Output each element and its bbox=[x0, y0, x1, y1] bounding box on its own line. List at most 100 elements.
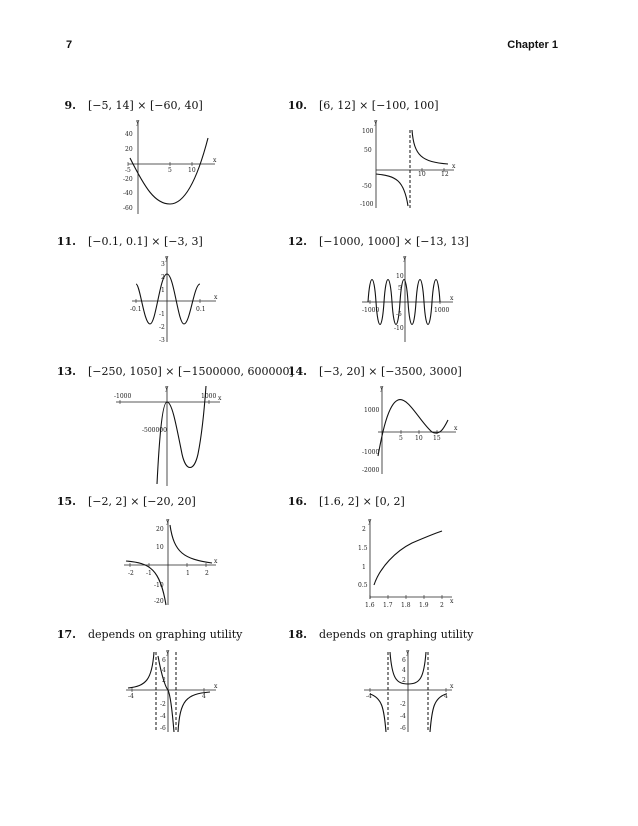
curve bbox=[367, 279, 441, 325]
x-tick: 1.8 bbox=[401, 602, 411, 609]
problem-15: 15.[−2, 2] × [−20, 20] bbox=[54, 495, 196, 508]
chapter-title: Chapter 1 bbox=[507, 39, 558, 51]
curve bbox=[411, 129, 449, 165]
x-tick: 1000 bbox=[201, 393, 216, 400]
problem-text: [−2, 2] × [−20, 20] bbox=[88, 495, 196, 508]
problem-text: depends on graphing utility bbox=[88, 628, 243, 641]
y-tick: -1000 bbox=[362, 449, 379, 456]
x-tick: 15 bbox=[433, 435, 441, 442]
graph-10: y x 10 12 100 50 -50 -100 bbox=[360, 119, 456, 208]
y-axis-label: y bbox=[164, 255, 169, 262]
x-tick: 5 bbox=[168, 167, 172, 174]
y-tick: 6 bbox=[162, 657, 166, 664]
page-number: 7 bbox=[66, 39, 73, 51]
y-tick: 10 bbox=[156, 544, 164, 551]
y-tick: -60 bbox=[123, 205, 133, 212]
x-tick: 1.7 bbox=[383, 602, 393, 609]
problem-number: 11. bbox=[56, 235, 76, 248]
y-tick: -2000 bbox=[362, 467, 379, 474]
y-tick: -6 bbox=[400, 725, 406, 732]
y-axis-label: y bbox=[405, 649, 410, 656]
graph-13: y x -1000 1000 -500000 bbox=[114, 385, 222, 486]
problem-number: 14. bbox=[287, 365, 307, 378]
x-tick: -4 bbox=[128, 693, 134, 700]
y-tick: -10 bbox=[154, 582, 164, 589]
x-tick: 1.9 bbox=[419, 602, 429, 609]
x-axis-label: x bbox=[214, 683, 218, 690]
x-tick: 2 bbox=[440, 602, 444, 609]
x-axis-label: x bbox=[214, 294, 218, 301]
curve bbox=[373, 530, 443, 586]
graph-17: y x -4 4 6 4 2 -2 -4 -6 bbox=[126, 649, 218, 733]
problem-number: 10. bbox=[287, 99, 307, 112]
curve bbox=[169, 524, 213, 564]
problem-text: [−5, 14] × [−60, 40] bbox=[88, 99, 203, 112]
x-axis-label: x bbox=[214, 558, 218, 565]
x-tick: 2 bbox=[205, 570, 209, 577]
y-tick: 10 bbox=[396, 273, 404, 280]
y-tick: -10 bbox=[394, 325, 404, 332]
y-tick: -2 bbox=[160, 701, 166, 708]
problem-number: 18. bbox=[287, 628, 307, 641]
x-axis-label: x bbox=[450, 598, 454, 605]
y-axis-label: y bbox=[402, 255, 407, 262]
problem-text: [−3, 20] × [−3500, 3000] bbox=[319, 365, 462, 378]
y-tick: 1 bbox=[362, 564, 366, 571]
graph-11: y x -0.1 0.1 3 2 1 -1 -2 -3 bbox=[130, 255, 218, 344]
y-tick: 2 bbox=[161, 274, 165, 281]
x-tick: -1 bbox=[146, 570, 152, 577]
x-axis-label: x bbox=[450, 683, 454, 690]
x-axis-label: x bbox=[213, 157, 217, 164]
x-tick: 1 bbox=[186, 570, 190, 577]
y-tick: 4 bbox=[162, 667, 166, 674]
graph-14: y x 5 10 15 1000 -1000 -2000 bbox=[362, 385, 458, 474]
x-tick: -1000 bbox=[114, 393, 131, 400]
x-axis-label: x bbox=[450, 295, 454, 302]
y-axis-label: y bbox=[165, 518, 170, 525]
x-tick: 0.1 bbox=[196, 306, 206, 313]
y-axis-label: y bbox=[379, 385, 384, 392]
x-axis-label: x bbox=[452, 163, 456, 170]
y-tick: -500000 bbox=[142, 427, 167, 434]
curve bbox=[129, 137, 209, 205]
graph-15: y x -2 -1 1 2 20 10 -10 -20 bbox=[124, 518, 218, 606]
x-tick: 12 bbox=[441, 171, 449, 178]
y-tick: 2 bbox=[402, 677, 406, 684]
x-tick: -4 bbox=[366, 693, 372, 700]
y-tick: 4 bbox=[402, 667, 406, 674]
problem-17: 17.depends on graphing utility bbox=[54, 628, 243, 641]
x-axis-label: x bbox=[218, 395, 222, 402]
y-tick: 100 bbox=[362, 128, 374, 135]
x-tick: 10 bbox=[418, 171, 426, 178]
y-tick: -20 bbox=[154, 598, 164, 605]
curve bbox=[157, 655, 175, 733]
problem-10: 10. [6, 12] × [−100, 100] bbox=[285, 99, 439, 112]
problem-14: 14. [−3, 20] × [−3500, 3000] bbox=[285, 365, 462, 378]
problem-number: 12. bbox=[287, 235, 307, 248]
y-tick: -4 bbox=[160, 713, 166, 720]
y-axis-label: y bbox=[165, 649, 170, 656]
y-tick: 3 bbox=[161, 261, 165, 268]
problem-text: [−0.1, 0.1] × [−3, 3] bbox=[88, 235, 203, 248]
x-tick: 1.6 bbox=[365, 602, 375, 609]
problem-13: 13.[−250, 1050] × [−1500000, 600000] bbox=[54, 365, 294, 378]
problem-text: [−1000, 1000] × [−13, 13] bbox=[319, 235, 469, 248]
curve bbox=[429, 693, 447, 733]
y-tick: 20 bbox=[125, 146, 133, 153]
y-axis-label: y bbox=[135, 119, 140, 126]
curve bbox=[125, 560, 167, 606]
problem-text: [6, 12] × [−100, 100] bbox=[319, 99, 439, 112]
y-tick: 1.5 bbox=[358, 545, 368, 552]
problem-9: 9.[−5, 14] × [−60, 40] bbox=[54, 99, 203, 112]
y-tick: -4 bbox=[400, 713, 406, 720]
curve bbox=[377, 399, 449, 457]
problem-18: 18.depends on graphing utility bbox=[285, 628, 474, 641]
graph-9: y x -5 5 10 40 20 -20 -40 -60 bbox=[123, 119, 217, 214]
y-tick: 50 bbox=[364, 147, 372, 154]
x-tick: 5 bbox=[399, 435, 403, 442]
x-tick: 4 bbox=[202, 693, 206, 700]
y-tick: 0.5 bbox=[358, 582, 368, 589]
y-tick: 5 bbox=[398, 285, 402, 292]
problem-text: [−250, 1050] × [−1500000, 600000] bbox=[88, 365, 294, 378]
y-tick: -3 bbox=[159, 337, 165, 344]
